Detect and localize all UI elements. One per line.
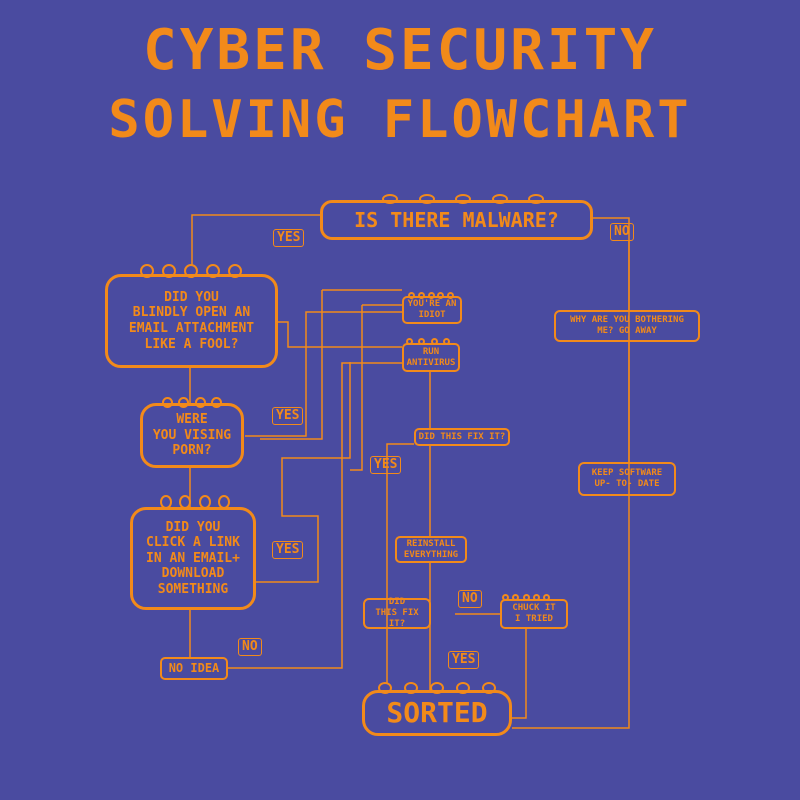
connector-porn-yes <box>245 311 402 437</box>
node-sorted: SORTED <box>362 690 512 736</box>
connector-link-yes <box>256 362 351 583</box>
node-malware-rings-icon <box>382 194 544 204</box>
connector-idiot-loop <box>260 290 323 440</box>
connector-antivirus-loop <box>350 305 363 471</box>
node-idiot: YOU'RE AN IDIOT <box>402 296 462 324</box>
node-keep-software: KEEP SOFTWARE UP- TO- DATE <box>578 462 676 496</box>
label-no-malware: NO <box>610 223 634 241</box>
label-no-link: NO <box>238 638 262 656</box>
connector-malware-yes <box>191 214 320 278</box>
node-link: DID YOU CLICK A LINK IN AN EMAIL+ DOWNLO… <box>130 507 256 610</box>
node-malware: IS THERE MALWARE? <box>320 200 593 240</box>
node-no-idea: NO IDEA <box>160 657 228 680</box>
node-fix1: DID THIS FIX IT? <box>414 428 510 446</box>
node-attachment: DID YOU BLINDLY OPEN AN EMAIL ATTACHMENT… <box>105 274 278 368</box>
connector-fix1-yes <box>386 443 414 690</box>
connector-attachment-idiot <box>278 321 402 348</box>
node-reinstall: REINSTALL EVERYTHING <box>395 536 467 563</box>
node-idiot-rings-icon <box>408 292 454 299</box>
node-antivirus: RUN ANTIVIRUS <box>402 343 460 372</box>
label-yes-fix1: YES <box>370 456 402 474</box>
connector-malware-no <box>512 217 630 729</box>
label-yes-malware: YES <box>273 229 305 247</box>
label-yes-fix2: YES <box>448 651 480 669</box>
node-fix2: DID THIS FIX IT? <box>363 597 431 629</box>
title-line-1: CYBER SECURITY <box>142 18 657 83</box>
node-chuck: CHUCK IT I TRIED <box>500 599 568 629</box>
label-yes-porn: YES <box>272 407 304 425</box>
node-porn: WERE YOU VISING PORN? <box>140 403 244 468</box>
connector-chuck-sorted <box>512 628 527 719</box>
label-yes-link: YES <box>272 541 304 559</box>
label-no-fix2: NO <box>458 590 482 608</box>
node-bothering: WHY ARE YOU BOTHERING ME? GO AWAY <box>554 310 700 342</box>
node-link-rings-icon <box>160 495 230 509</box>
node-porn-rings-icon <box>162 397 222 408</box>
title-line-2: SOLVING FLOWCHART <box>108 90 692 150</box>
connector-noidea-antivirus <box>228 362 402 669</box>
